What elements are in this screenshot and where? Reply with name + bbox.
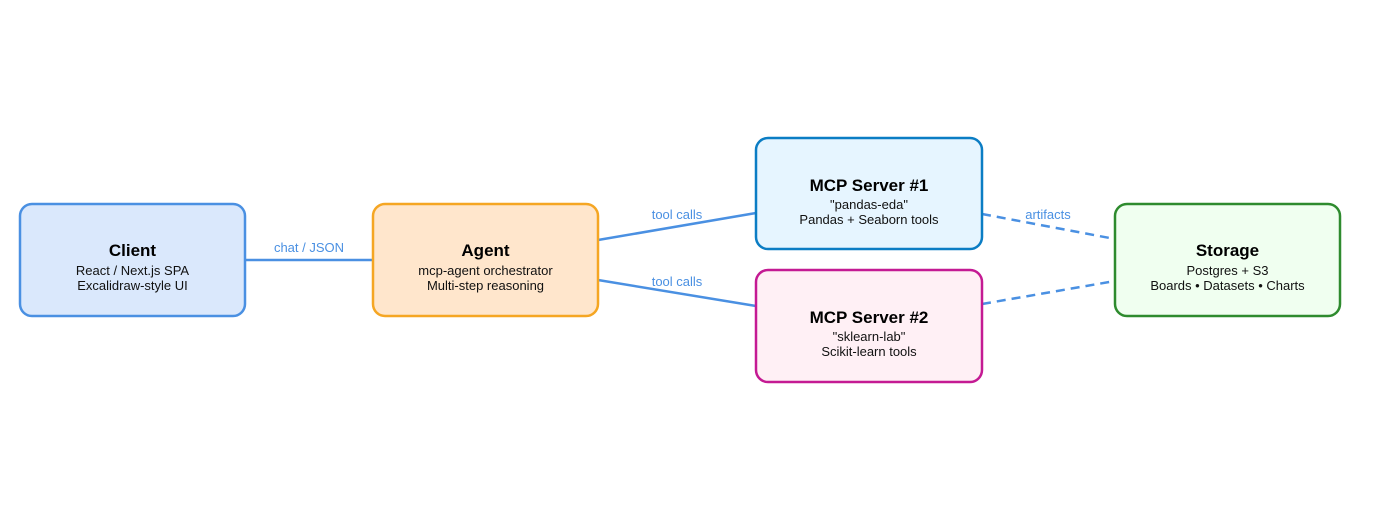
- node-storage-title: Storage: [1196, 241, 1259, 260]
- node-client-line2: Excalidraw-style UI: [77, 278, 188, 293]
- node-mcp-server-1-line1: "pandas-eda": [830, 197, 908, 212]
- edge-agent-mcp2: [597, 278, 757, 308]
- node-mcp-server-2-title: MCP Server #2: [810, 308, 929, 327]
- node-mcp-server-2: MCP Server #2 "sklearn-lab" Scikit-learn…: [754, 268, 984, 384]
- node-mcp-server-1-title: MCP Server #1: [810, 176, 929, 195]
- node-client-title: Client: [109, 241, 157, 260]
- edge-agent-mcp1: [597, 211, 757, 242]
- edge-label-agent-mcp1: tool calls: [652, 207, 703, 222]
- node-mcp-server-2-line1: "sklearn-lab": [833, 329, 906, 344]
- node-storage-line1: Postgres + S3: [1186, 263, 1268, 278]
- node-agent-box: [371, 202, 600, 318]
- node-mcp-server-1-line2: Pandas + Seaborn tools: [799, 212, 939, 227]
- node-storage-line2: Boards • Datasets • Charts: [1150, 278, 1305, 293]
- node-agent-line2: Multi-step reasoning: [427, 278, 544, 293]
- node-client-box: [18, 202, 247, 318]
- node-storage-box: [1113, 202, 1342, 318]
- node-storage: Storage Postgres + S3 Boards • Datasets …: [1113, 202, 1342, 318]
- edges: chat / JSON tool calls tool calls artifa…: [245, 207, 1116, 308]
- edge-label-agent-mcp2: tool calls: [652, 274, 703, 289]
- node-agent: Agent mcp-agent orchestrator Multi-step …: [371, 202, 600, 318]
- edge-label-mcp1-storage: artifacts: [1025, 207, 1071, 222]
- node-mcp-server-1-box: [754, 136, 984, 251]
- node-agent-title: Agent: [461, 241, 510, 260]
- node-mcp-server-2-line2: Scikit-learn tools: [821, 344, 917, 359]
- edge-mcp1-storage: [981, 212, 1116, 241]
- node-agent-line1: mcp-agent orchestrator: [418, 263, 553, 278]
- edge-label-client-agent: chat / JSON: [274, 240, 344, 255]
- node-client-line1: React / Next.js SPA: [76, 263, 190, 278]
- edge-mcp2-storage: [981, 279, 1116, 306]
- node-mcp-server-2-box: [754, 268, 984, 384]
- node-client: Client React / Next.js SPA Excalidraw-st…: [18, 202, 247, 318]
- node-mcp-server-1: MCP Server #1 "pandas-eda" Pandas + Seab…: [754, 136, 984, 251]
